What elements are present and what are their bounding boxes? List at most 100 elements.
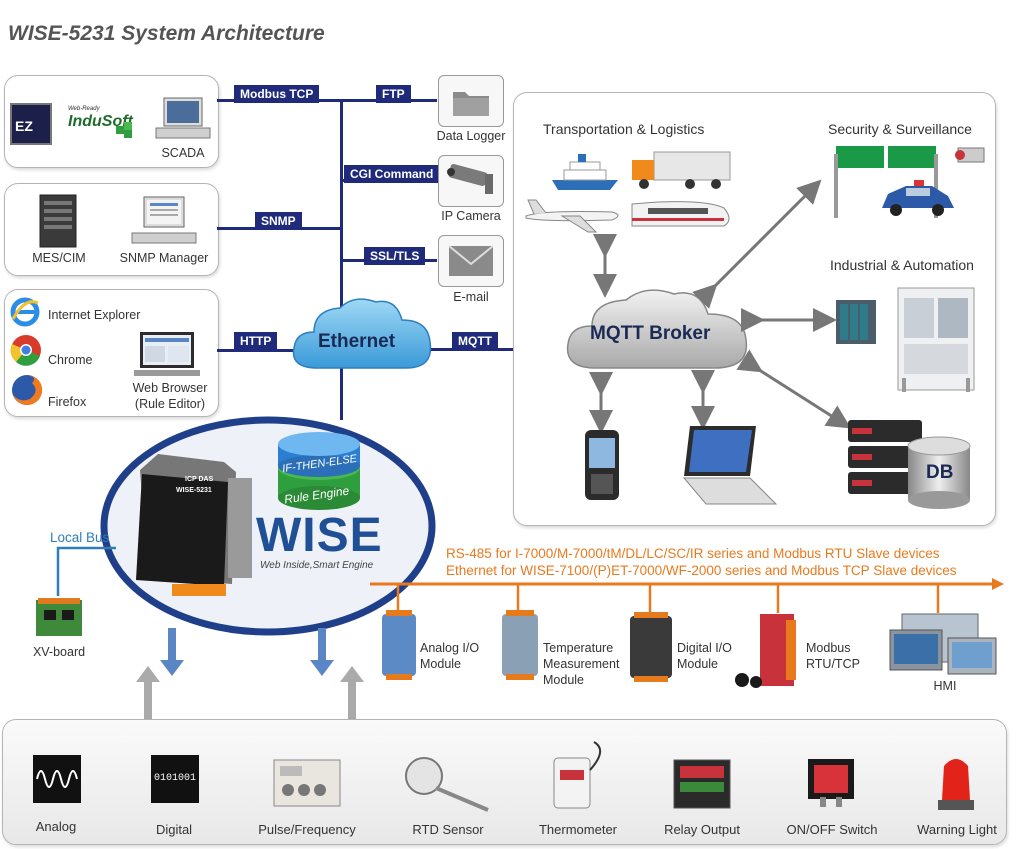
analog-io-module-icon [380, 610, 418, 680]
data-logger-label: Data Logger [436, 129, 506, 143]
module-digital-line2: Module [677, 657, 718, 671]
line-scada [217, 99, 437, 102]
database-cylinder-icon [906, 436, 972, 510]
wise-tagline: Web Inside,Smart Engine [260, 560, 374, 571]
rs485-line2: Ethernet for WISE-7100/(P)ET-7000/WF-200… [446, 563, 957, 578]
cruise-ship-icon [548, 152, 622, 194]
hmi-panels-icon [888, 612, 998, 682]
scada-computer-icon [152, 96, 214, 142]
tag-modbus-tcp: Modbus TCP [234, 85, 320, 103]
data-logger-icon [438, 75, 504, 127]
backbone-line [340, 100, 343, 420]
snmp-manager-label: SNMP Manager [119, 251, 209, 265]
security-camera-icon [950, 144, 990, 170]
sensor-label-analog: Analog [35, 819, 77, 834]
mqtt-broker-cloud-icon [560, 282, 754, 378]
wise-5231-device-icon [128, 448, 258, 600]
io-arrows [136, 628, 364, 720]
ip-camera-label: IP Camera [441, 209, 501, 223]
rule-editor-label: (Rule Editor) [134, 397, 206, 411]
module-temp-line2: Measurement [543, 657, 620, 671]
server-stack-icon [846, 418, 926, 498]
local-bus-label: Local Bus [50, 530, 110, 545]
sensor-label-relay: Relay Output [664, 822, 740, 837]
module-hmi-label: HMI [933, 679, 957, 693]
browser-label-firefox: Firefox [48, 395, 87, 409]
police-car-icon [878, 178, 956, 218]
rs485-line1: RS-485 for I-7000/M-7000/tM/DL/LC/SC/IR … [446, 546, 940, 561]
svg-text:InduSoft: InduSoft [68, 113, 134, 130]
internet-explorer-icon [10, 297, 40, 327]
firefox-icon [10, 373, 44, 407]
local-bus-line [56, 546, 116, 596]
tag-ftp: FTP [376, 85, 411, 103]
snmp-computer-icon [128, 195, 200, 247]
indusoft-logo-icon: Web-Ready InduSoft [58, 104, 138, 138]
laptop-browser-icon [132, 330, 202, 380]
mqtt-arrows [589, 179, 852, 434]
scada-label: SCADA [161, 146, 205, 160]
module-modbus-line2: RTU/TCP [806, 657, 860, 671]
sensor-label-thermometer: Thermometer [538, 822, 618, 837]
line-http [217, 349, 317, 352]
browser-label-chrome: Chrome [48, 353, 93, 367]
tag-http: HTTP [234, 332, 278, 350]
mqtt-broker-label: MQTT Broker [590, 323, 711, 344]
module-temp-line1: Temperature [543, 641, 614, 655]
tag-snmp: SNMP [255, 212, 302, 230]
ethernet-label: Ethernet [318, 331, 396, 352]
automation-machine-icon [894, 284, 978, 396]
page-title: WISE-5231 System Architecture [8, 22, 325, 45]
smartphone-icon [583, 428, 621, 502]
module-analog-line1: Analog I/O [420, 641, 480, 655]
xv-board-icon [34, 596, 84, 640]
digital-io-module-icon [628, 612, 674, 682]
module-modbus-line1: Modbus [806, 641, 851, 655]
relay-output-icon [672, 758, 732, 810]
svg-text:Web-Ready: Web-Ready [68, 106, 101, 112]
digital-binary-text: 0101001 [153, 773, 196, 784]
ethernet-cloud-icon [288, 292, 436, 378]
transport-heading: Transportation & Logistics [543, 121, 705, 137]
email-label: E-mail [453, 290, 489, 304]
thermometer-icon [550, 740, 612, 812]
pulse-frequency-icon [272, 756, 342, 810]
email-icon [438, 235, 504, 287]
ip-camera-icon [438, 155, 504, 207]
module-analog-line2: Module [420, 657, 461, 671]
sensor-label-digital: Digital [155, 822, 193, 837]
device-brand-label: ICP DAS [185, 476, 214, 483]
module-temp-line3: Module [543, 673, 584, 687]
rs485-bus-line [370, 578, 1004, 613]
jet-airplane-icon [522, 196, 626, 238]
modbus-gateway-icon [730, 610, 802, 692]
web-browser-label: Web Browser [132, 381, 208, 395]
ez-data-logger-icon: EZ [10, 103, 52, 145]
db-label: DB [926, 462, 954, 483]
sensor-label-rtd: RTD Sensor [412, 822, 484, 837]
wise-brand: WISE [256, 509, 383, 562]
module-digital-line1: Digital I/O [677, 641, 732, 655]
chrome-icon [10, 334, 42, 366]
sensor-label-warning: Warning Light [917, 822, 997, 837]
rule-engine-cylinder-icon [276, 430, 362, 514]
tag-cgi-command: CGI Command [344, 165, 440, 183]
rtd-sensor-icon [402, 754, 492, 814]
industrial-heading: Industrial & Automation [830, 257, 974, 273]
mes-cim-label: MES/CIM [32, 251, 86, 265]
security-heading: Security & Surveillance [828, 121, 972, 137]
xv-board-label: XV-board [32, 645, 86, 659]
temperature-module-icon [500, 610, 540, 680]
sensor-label-pulse: Pulse/Frequency [258, 822, 356, 837]
highway-sign-icon [832, 144, 942, 218]
tag-mqtt: MQTT [452, 332, 498, 350]
sensor-label-switch: ON/OFF Switch [786, 822, 878, 837]
server-tower-icon [36, 193, 80, 249]
onoff-switch-icon [806, 757, 856, 809]
digital-binary-icon: 0101001 [151, 755, 199, 803]
device-model-label: WISE-5231 [176, 487, 212, 494]
line-mqtt [430, 348, 568, 351]
laptop-icon [676, 424, 778, 508]
plc-rack-icon [834, 296, 878, 346]
warning-light-icon [936, 752, 976, 812]
